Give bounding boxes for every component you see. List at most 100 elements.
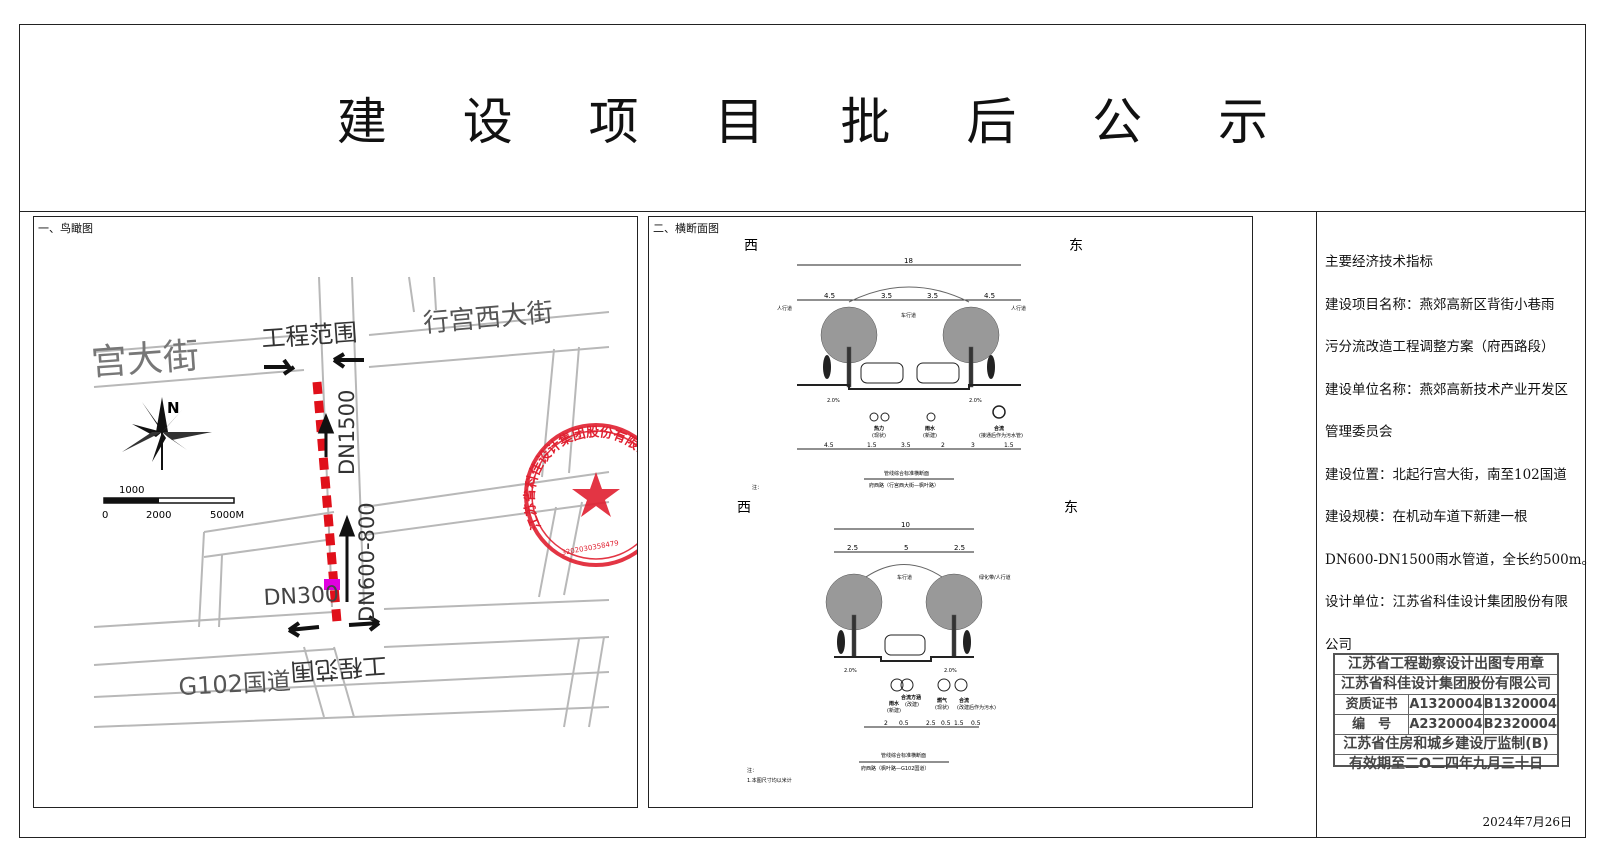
top-grade-right: 2.0% [969,398,982,404]
bottom-label-mid: 车行道 [897,574,912,581]
info-line: 管理委员会 [1325,424,1393,440]
bottom-pipe-1-note: (新建) [887,707,901,714]
seal-number: 3202030358479 [561,539,619,557]
section-panel: 二、横断面图 西 东 18 4.5 3.5 3.5 4.5 人行道 车行道 人行… [648,216,1253,808]
bottom-pipe-1: 雨水 [889,700,900,707]
scope-arrow-top-icon [264,352,364,376]
scale-0: 0 [102,510,108,521]
bottom-note: 注： [747,767,757,774]
top-pipe-width-3: 3.5 [901,442,911,449]
bottom-pipe-width-6: 0.5 [971,720,981,727]
flow-arrow-up-icon [317,412,335,457]
direction-east-top: 东 [1069,238,1083,254]
street-label-top-left: 宫大街 [90,336,201,384]
stamp-cert-a2: A232000497 [1409,715,1484,734]
top-caption: 管线综合标准横断面 [884,470,929,477]
bottom-pipe-2-note: (改建) [905,701,919,708]
scale-2000: 2000 [146,510,171,521]
bottom-label-right: 绿化带/人行道 [979,574,1011,581]
junction-marker [324,579,340,590]
aerial-panel: 一、鸟瞰图 [33,216,638,808]
pipe-label-dn600-800: DN600-800 [355,502,379,622]
stamp-cert-b2: B232000497 [1483,717,1557,732]
street-label-bottom: G102国道 [178,667,292,701]
company-seal [524,423,637,567]
publish-date: 2024年7月26日 [1482,815,1572,829]
pipe-label-dn1500: DN1500 [335,390,359,475]
top-pipe-2-note: (新建) [923,432,937,439]
bottom-pipe-width-4: 0.5 [941,720,951,727]
page-title: 建 设 项 目 批 后 公 示 [336,93,1299,151]
top-label-left: 人行道 [777,305,792,312]
road-outline [93,346,610,388]
top-pipe-width-2: 1.5 [867,442,877,449]
bottom-pipe-3: 燃气 [937,697,947,704]
aerial-panel-label: 一、鸟瞰图 [38,222,93,235]
seal-star-icon [572,472,620,517]
direction-east-bottom: 东 [1064,500,1078,516]
bottom-width-3: 2.5 [954,544,965,552]
road-outline [93,636,610,666]
top-label-mid: 车行道 [901,312,916,319]
road-outline [93,671,610,728]
bottom-pipe-4-note: (改建后作为污水) [957,704,996,711]
direction-west-bottom: 西 [737,500,751,516]
bottom-note-2: 1.本图尺寸均以米计 [747,777,792,784]
road-outline [563,636,605,728]
bottom-pipe-3-note: (现状) [935,704,949,711]
top-width-1: 4.5 [824,292,835,300]
stamp-cert-a1: A132000490 [1409,695,1484,714]
top-pipe-1-note: (现状) [872,432,886,439]
road-outline [303,646,355,718]
direction-west-top: 西 [744,238,758,254]
stamp-number-row: 编 号 A232000497 B232000497 [1335,715,1557,735]
road-outline [203,471,610,533]
bottom-caption: 管线综合标准横断面 [881,752,926,759]
tree-icon [820,306,1000,388]
top-pipe-3: 合流 [993,425,1004,432]
scope-arrow-bottom-icon [287,615,381,638]
tech-indicators: 主要经济技术指标 建设项目名称：燕郊高新区背街小巷雨 污分流改造工程调整方案（府… [1325,241,1596,666]
bottom-width-1: 2.5 [847,544,858,552]
top-pipe-width-5: 3 [971,442,975,449]
bottom-pipe-2: 合流方涵 [900,694,921,701]
cross-section-drawing: 西 东 18 4.5 3.5 3.5 4.5 人行道 车行道 人行道 [737,238,1083,784]
stamp-cert-b1: B132000490 [1483,697,1557,712]
bottom-subcaption: 府西路（枫叶路—G102国道） [861,765,929,772]
road-outline [203,501,610,558]
pipe-label-dn300: DN300 [263,582,340,611]
info-line: 建设项目名称：燕郊高新区背街小巷雨 [1325,296,1555,313]
top-width-3: 3.5 [927,292,938,300]
scale-1000: 1000 [119,485,144,496]
info-column: 主要经济技术指标 建设项目名称：燕郊高新区背街小巷雨 污分流改造工程调整方案（府… [1316,211,1596,838]
road-outline [541,346,580,478]
road-outline [198,531,223,628]
site-map: 宫大街 行宫西大街 G102国道 工程范围 工程范围 DN1500 DN600-… [90,276,637,728]
road-outline [93,311,610,353]
section-panel-label: 二、横断面图 [653,222,719,235]
bottom-pipe-4: 合流 [958,697,969,704]
flow-arrow-up-icon [338,514,356,602]
info-line: 公司 [1325,636,1352,653]
scope-label-bottom: 工程范围 [290,651,388,686]
info-line: 建设单位名称：燕郊高新技术产业开发区 [1325,381,1568,398]
top-pipe-width-1: 4.5 [824,442,834,449]
info-line: 设计单位：江苏省科佳设计集团股份有限 [1325,594,1568,610]
info-heading: 主要经济技术指标 [1325,254,1433,270]
stamp-number-label: 编 号 [1335,715,1410,734]
info-line: DN600-DN1500雨水管道，全长约500m。 [1325,551,1596,568]
car-icon [884,634,926,656]
road-outline [538,501,583,598]
bottom-grade-left: 2.0% [844,668,857,674]
top-width-2: 3.5 [881,292,892,300]
info-line: 污分流改造工程调整方案（府西路段） [1325,339,1555,355]
stamp-line-1: 江苏省工程勘察设计出图专用章 [1335,655,1557,675]
street-label-top-right: 行宫西大街 [422,298,554,339]
bottom-pipe-width-1: 2 [884,720,888,727]
notice-frame: 建 设 项 目 批 后 公 示 一、鸟瞰图 [19,24,1596,838]
top-note: 注： [752,484,762,491]
top-pipe-2: 雨水 [925,425,936,432]
tree-icon [825,573,983,658]
stamp-cert-label: 资质证书 [1335,695,1410,714]
top-grade-left: 2.0% [827,398,840,404]
